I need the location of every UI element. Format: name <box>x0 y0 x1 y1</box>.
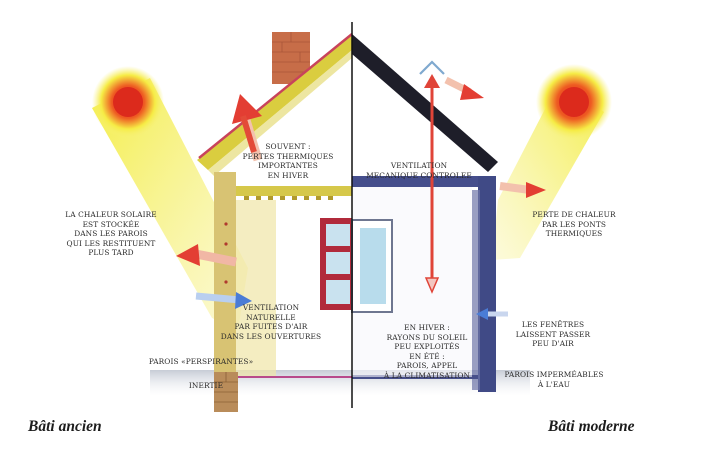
modern-wall <box>478 176 496 392</box>
vent-cap-icon <box>419 60 445 75</box>
label-solar-storage: LA CHALEUR SOLAIRE EST STOCKÉE DANS LES … <box>65 210 157 258</box>
title-old-building: Bâti ancien <box>28 418 102 435</box>
modern-roof <box>352 34 498 172</box>
label-breathing-walls: PAROIS «PERSPIRANTES» <box>148 357 254 366</box>
heat-arrow-roof-old <box>232 94 263 162</box>
heat-arrow-vent-modern <box>444 76 484 100</box>
label-roof-losses: SOUVENT : PERTES THERMIQUES IMPORTANTES … <box>242 142 334 180</box>
modern-ceiling <box>352 176 482 187</box>
label-airtight-windows: LES FENÊTRES LAISSENT PASSER PEU D'AIR <box>515 320 591 349</box>
heat-arrow-bridge-modern <box>499 182 546 198</box>
air-arrow-modern <box>476 308 508 320</box>
old-roof <box>197 34 352 170</box>
sun-beam-left <box>92 78 248 330</box>
label-natural-ventilation: VENTILATION NATURELLE PAR FUITES D'AIR D… <box>220 303 322 341</box>
label-waterproof-walls: PAROIS IMPERMÉABLES À L'EAU <box>504 370 604 389</box>
label-sun-winter-summer: EN HIVER : RAYONS DU SOLEIL PEU EXPLOITÉ… <box>383 323 471 380</box>
label-mechanical-ventilation: VENTILATION MECANIQUE CONTROLEE <box>366 161 472 180</box>
title-modern-building: Bâti moderne <box>548 418 635 435</box>
label-thermal-bridges: PERTE DE CHALEUR PAR LES PONTS THERMIQUE… <box>532 210 616 239</box>
old-floor-beam <box>234 186 352 196</box>
label-inertia: INERTIE <box>188 381 224 390</box>
heat-arrow-wall-old <box>176 244 237 267</box>
air-arrow-old <box>195 292 252 309</box>
